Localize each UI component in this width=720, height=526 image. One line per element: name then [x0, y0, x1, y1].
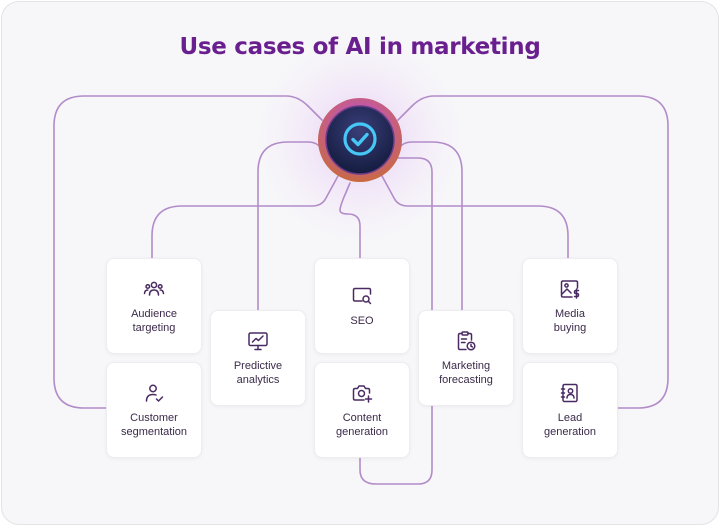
- card-marketing-forecasting[interactable]: Marketing forecasting: [418, 310, 514, 406]
- image-dollar-icon: [560, 279, 580, 299]
- card-lead-generation[interactable]: Lead generation: [522, 362, 618, 458]
- connector-seo: [339, 182, 361, 259]
- card-label: Lead generation: [544, 411, 596, 438]
- card-label: Customer segmentation: [120, 411, 188, 438]
- card-predictive-analytics[interactable]: Predictive analytics: [210, 310, 306, 406]
- card-label: Predictive analytics: [233, 359, 283, 386]
- contact-book-icon: [560, 383, 578, 402]
- page-title: Use cases of AI in marketing: [179, 34, 541, 60]
- card-label: Audience targeting: [131, 307, 177, 334]
- hub-badge: [318, 98, 402, 182]
- connector-lead-generation: [397, 95, 669, 409]
- card-label: Content generation: [336, 411, 388, 438]
- card-seo[interactable]: SEO: [314, 258, 410, 354]
- camera-plus-icon: [352, 384, 373, 403]
- check-circle-icon: [343, 122, 377, 156]
- connector-media-buying: [381, 175, 569, 259]
- clipboard-clock-icon: [457, 330, 476, 351]
- connector-customer-segmentation: [53, 95, 323, 409]
- card-label: Marketing forecasting: [439, 359, 493, 386]
- connector-audience-targeting: [151, 175, 339, 259]
- card-audience-targeting[interactable]: Audience targeting: [106, 258, 202, 354]
- user-check-icon: [145, 384, 164, 402]
- card-customer-segmentation[interactable]: Customer segmentation: [106, 362, 202, 458]
- card-content-generation[interactable]: Content generation: [314, 362, 410, 458]
- search-screen-icon: [352, 287, 372, 304]
- people-icon: [143, 281, 165, 296]
- card-label: SEO: [350, 314, 374, 327]
- monitor-chart-icon: [248, 331, 268, 350]
- card-label: Media buying: [553, 307, 587, 334]
- card-media-buying[interactable]: Media buying: [522, 258, 618, 354]
